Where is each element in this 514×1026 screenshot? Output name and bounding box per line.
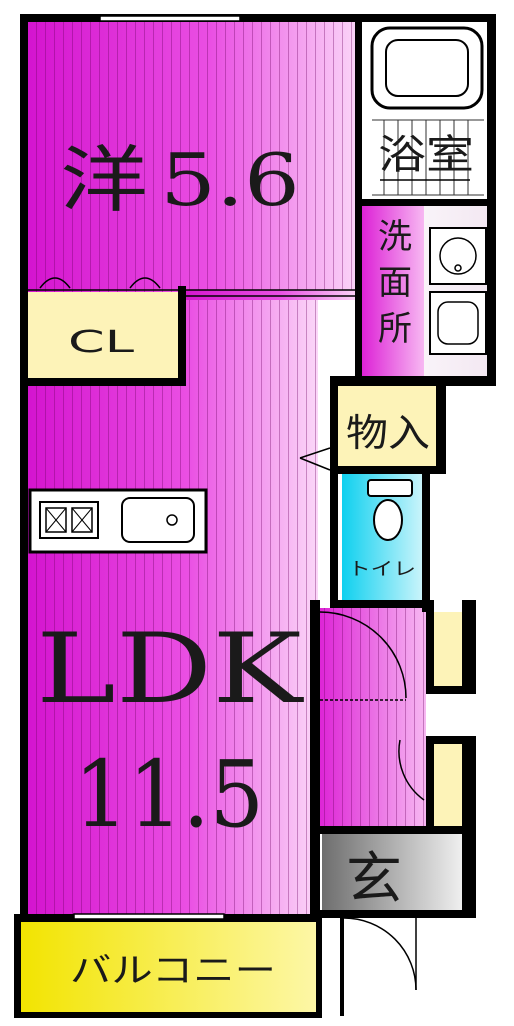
- washroom-label: 洗 面 所: [378, 217, 412, 349]
- closet: [28, 292, 178, 378]
- storage: [336, 386, 436, 466]
- sink-icon: [121, 497, 195, 543]
- washing-machine-icon: [429, 227, 487, 285]
- hall-closet-upper: [430, 612, 464, 686]
- toilet-room: [342, 474, 422, 602]
- storage-label: 物入: [346, 411, 430, 455]
- balcony: [20, 922, 316, 1014]
- stove-burner-icon: [45, 507, 67, 533]
- closet-label: CL: [68, 325, 134, 360]
- svg-text:所: 所: [378, 309, 412, 349]
- ldk-room: [28, 290, 360, 918]
- entrance-label: 玄: [346, 847, 402, 912]
- door-swings: [28, 179, 470, 991]
- balcony-label: バルコニー: [70, 951, 276, 991]
- bathroom: [362, 22, 487, 206]
- bathroom-label: 浴室: [378, 132, 474, 178]
- western-room: [28, 22, 360, 290]
- entrance: [322, 834, 462, 912]
- svg-text:面: 面: [378, 263, 412, 303]
- toilet-label: トイレ: [348, 559, 416, 580]
- windows: [73, 15, 241, 920]
- ldk-label: LDK: [36, 613, 305, 725]
- hallway: [318, 608, 426, 833]
- walls: [14, 14, 496, 1018]
- svg-text:洗: 洗: [378, 217, 412, 257]
- kitchen-counter: [28, 488, 208, 554]
- ldk-size-label: 11.5: [74, 741, 264, 848]
- stove-burner-icon: [71, 507, 93, 533]
- hall-closet-lower: [430, 742, 464, 826]
- wash-basin-icon: [429, 291, 487, 355]
